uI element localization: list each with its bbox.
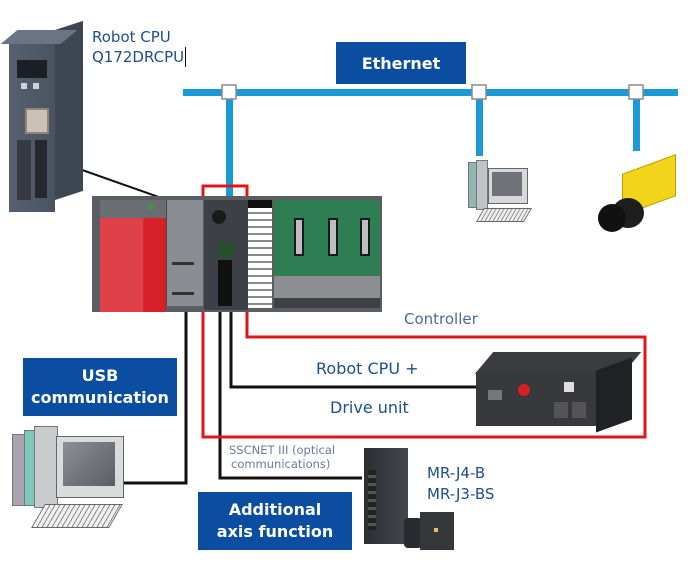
sscnet-communications-label: communications)	[231, 457, 331, 471]
plc-base-unit	[92, 196, 382, 312]
usb-cable	[117, 312, 188, 485]
additional-label: Additional	[228, 500, 322, 519]
ethernet-drop-pc	[476, 96, 483, 156]
plc-cpu-module	[166, 200, 203, 306]
robot-cpu-model-label: Q172DRCPU	[92, 47, 187, 67]
robot-cpu-module	[0, 20, 87, 213]
servo-model-j4-label: MR-J4-B	[427, 464, 486, 482]
robot-cpu-plus-label: Robot CPU +	[316, 359, 419, 378]
ethernet-junction	[221, 84, 237, 100]
ethernet-label: Ethernet	[361, 53, 441, 73]
servo-model-j3-label: MR-J3-BS	[427, 485, 495, 503]
usb-label: USB	[81, 366, 119, 385]
usb-pc	[8, 420, 124, 532]
ethernet-junction	[628, 84, 644, 100]
additional-axis-box: Additional axis function	[198, 492, 352, 550]
servo-amplifier	[360, 446, 470, 558]
usb-label-box: USB communication	[23, 358, 177, 416]
ethernet-drop-plc	[226, 96, 233, 246]
drive-unit-label: Drive unit	[330, 398, 409, 417]
ethernet-junction	[471, 84, 487, 100]
sscnet-cable	[218, 312, 362, 480]
power-supply-module	[100, 218, 166, 312]
drive-unit	[474, 350, 642, 433]
ethernet-pc	[466, 156, 536, 222]
sscnet-label: SSCNET III (optical	[229, 443, 336, 457]
controller-label: Controller	[404, 310, 478, 328]
robot-cpu-label: Robot CPU	[92, 28, 171, 46]
ethernet-label-box: Ethernet	[336, 42, 466, 84]
servo-motor	[404, 510, 456, 554]
usb-communication-label: communication	[31, 388, 169, 407]
controller-outline	[201, 184, 647, 439]
ethernet-drop-camera	[633, 96, 640, 151]
io-module	[248, 200, 272, 308]
axis-function-label: axis function	[216, 522, 334, 541]
vision-camera	[592, 150, 692, 240]
drive-unit-cable	[229, 312, 480, 389]
ethernet-bus	[183, 89, 678, 96]
